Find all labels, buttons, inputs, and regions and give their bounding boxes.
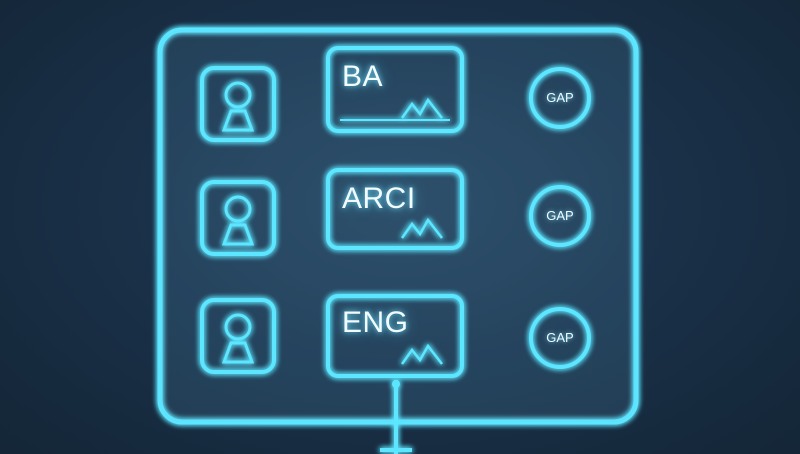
gap-circle (529, 185, 591, 247)
gap-label: GAP (546, 90, 574, 105)
role-label-arci: ARCI (342, 182, 416, 215)
gap-circle (529, 67, 591, 129)
role-label-ba: BA (342, 60, 384, 93)
row-eng (200, 294, 591, 378)
user-icon (200, 298, 276, 374)
role-label-eng: ENG (342, 306, 409, 339)
role-box (326, 168, 464, 250)
role-box (326, 46, 464, 133)
gap-circle (529, 307, 591, 369)
row-ba (200, 46, 591, 142)
bottom-stem (380, 380, 412, 454)
gap-label: GAP (546, 208, 574, 223)
gap-label: GAP (546, 330, 574, 345)
row-arci (200, 168, 591, 256)
role-box (326, 294, 464, 378)
